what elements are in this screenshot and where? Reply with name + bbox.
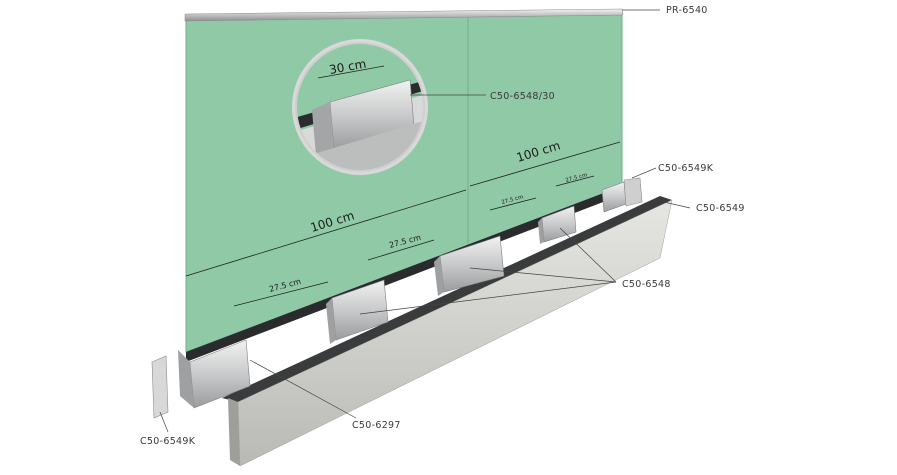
- dim-spacing-3: 27.5 cm: [501, 194, 524, 206]
- base-profile-top: [222, 196, 672, 402]
- label-c50-6548-30: C50-6548/30: [490, 91, 555, 102]
- detail-lens: [292, 39, 428, 175]
- label-c50-6549: C50-6549: [696, 203, 745, 214]
- glass-gasket-channel: [186, 186, 624, 362]
- clamp-1: [178, 339, 251, 409]
- dim-detail-30cm: 30 cm: [328, 57, 367, 77]
- top-rail: [184, 8, 624, 22]
- label-c50-6549k-right: C50-6549K: [658, 163, 714, 174]
- end-cap-right: [623, 177, 643, 207]
- label-c50-6297: C50-6297: [352, 420, 401, 431]
- label-c50-6548: C50-6548: [622, 279, 671, 290]
- clamp-3: [434, 235, 505, 296]
- dim-spacing-4: 27.5 cm: [565, 172, 588, 184]
- label-c50-6549k-left: C50-6549K: [140, 436, 196, 447]
- base-profile-lip: [228, 398, 240, 466]
- label-pr-6540: PR-6540: [666, 5, 708, 16]
- clamp-2: [326, 279, 389, 344]
- clamp-4: [538, 205, 577, 244]
- end-cap-left: [151, 355, 169, 419]
